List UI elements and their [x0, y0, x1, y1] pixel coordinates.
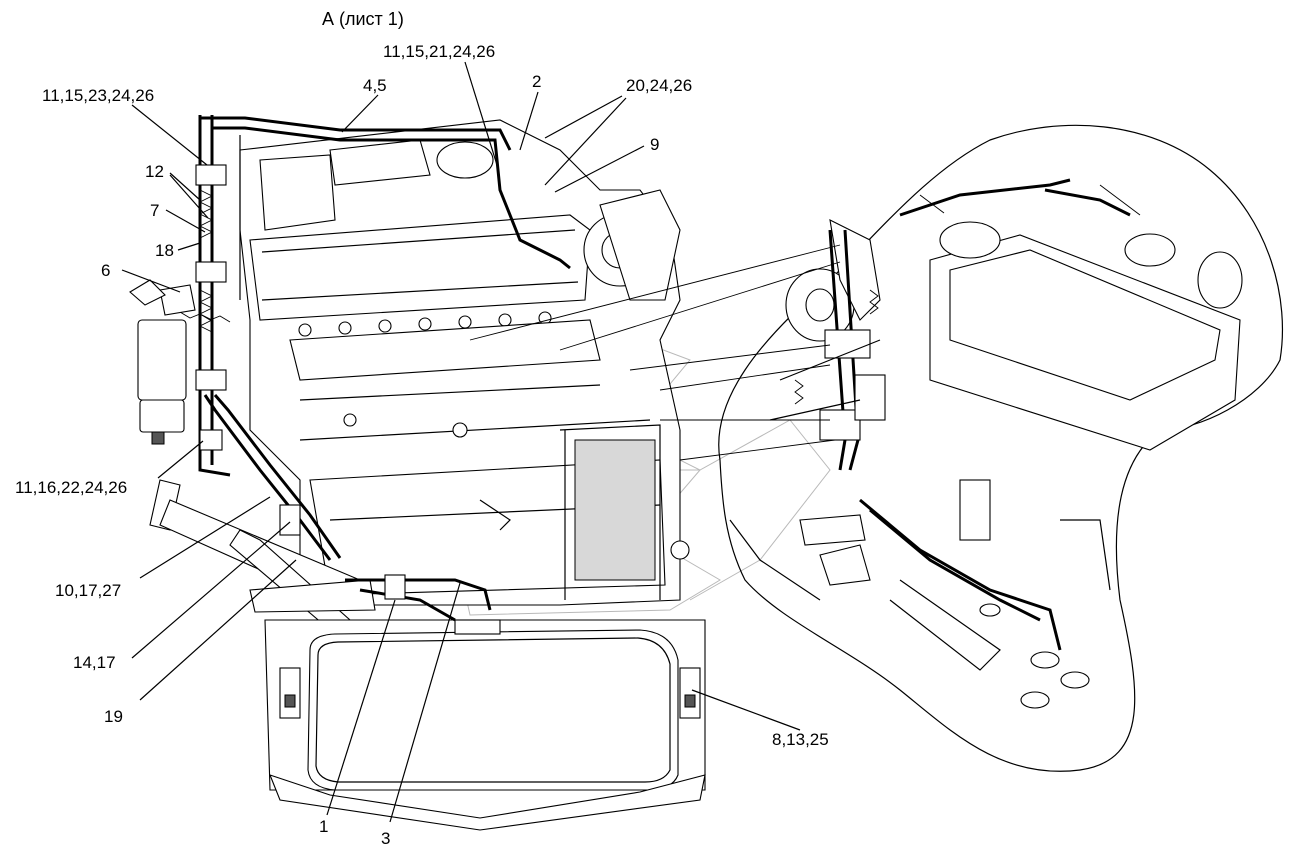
callout-10-17-27: 10,17,27	[55, 581, 122, 600]
callout-7: 7	[150, 201, 160, 220]
callout-11-16-22-24-26: 11,16,22,24,26	[15, 478, 128, 497]
callout-6: 6	[101, 261, 111, 280]
callout-1: 1	[319, 817, 329, 836]
callout-18: 18	[155, 241, 174, 260]
callout-11-15-23-24-26: 11,15,23,24,26	[42, 86, 155, 105]
lower-left-pipes	[149, 479, 376, 631]
view-title: А (лист 1)	[322, 9, 404, 29]
callout-4-5: 4,5	[363, 76, 387, 95]
callout-12: 12	[145, 162, 164, 181]
callout-8-13-25: 8,13,25	[772, 730, 829, 749]
callout-9: 9	[650, 135, 660, 154]
callout-11-15-21-24-26: 11,15,21,24,26	[383, 42, 496, 61]
leader-lines	[121, 61, 841, 823]
engine-detail-view	[718, 124, 1283, 772]
callout-14-17: 14,17	[73, 653, 116, 672]
callout-2: 2	[532, 72, 542, 91]
callout-19: 19	[104, 707, 123, 726]
engine-front-view	[239, 119, 690, 606]
fuel-filter	[129, 279, 196, 445]
callout-20-24-26: 20,24,26	[626, 76, 693, 95]
callout-3: 3	[381, 829, 391, 848]
fuel-lines-left	[179, 115, 571, 561]
